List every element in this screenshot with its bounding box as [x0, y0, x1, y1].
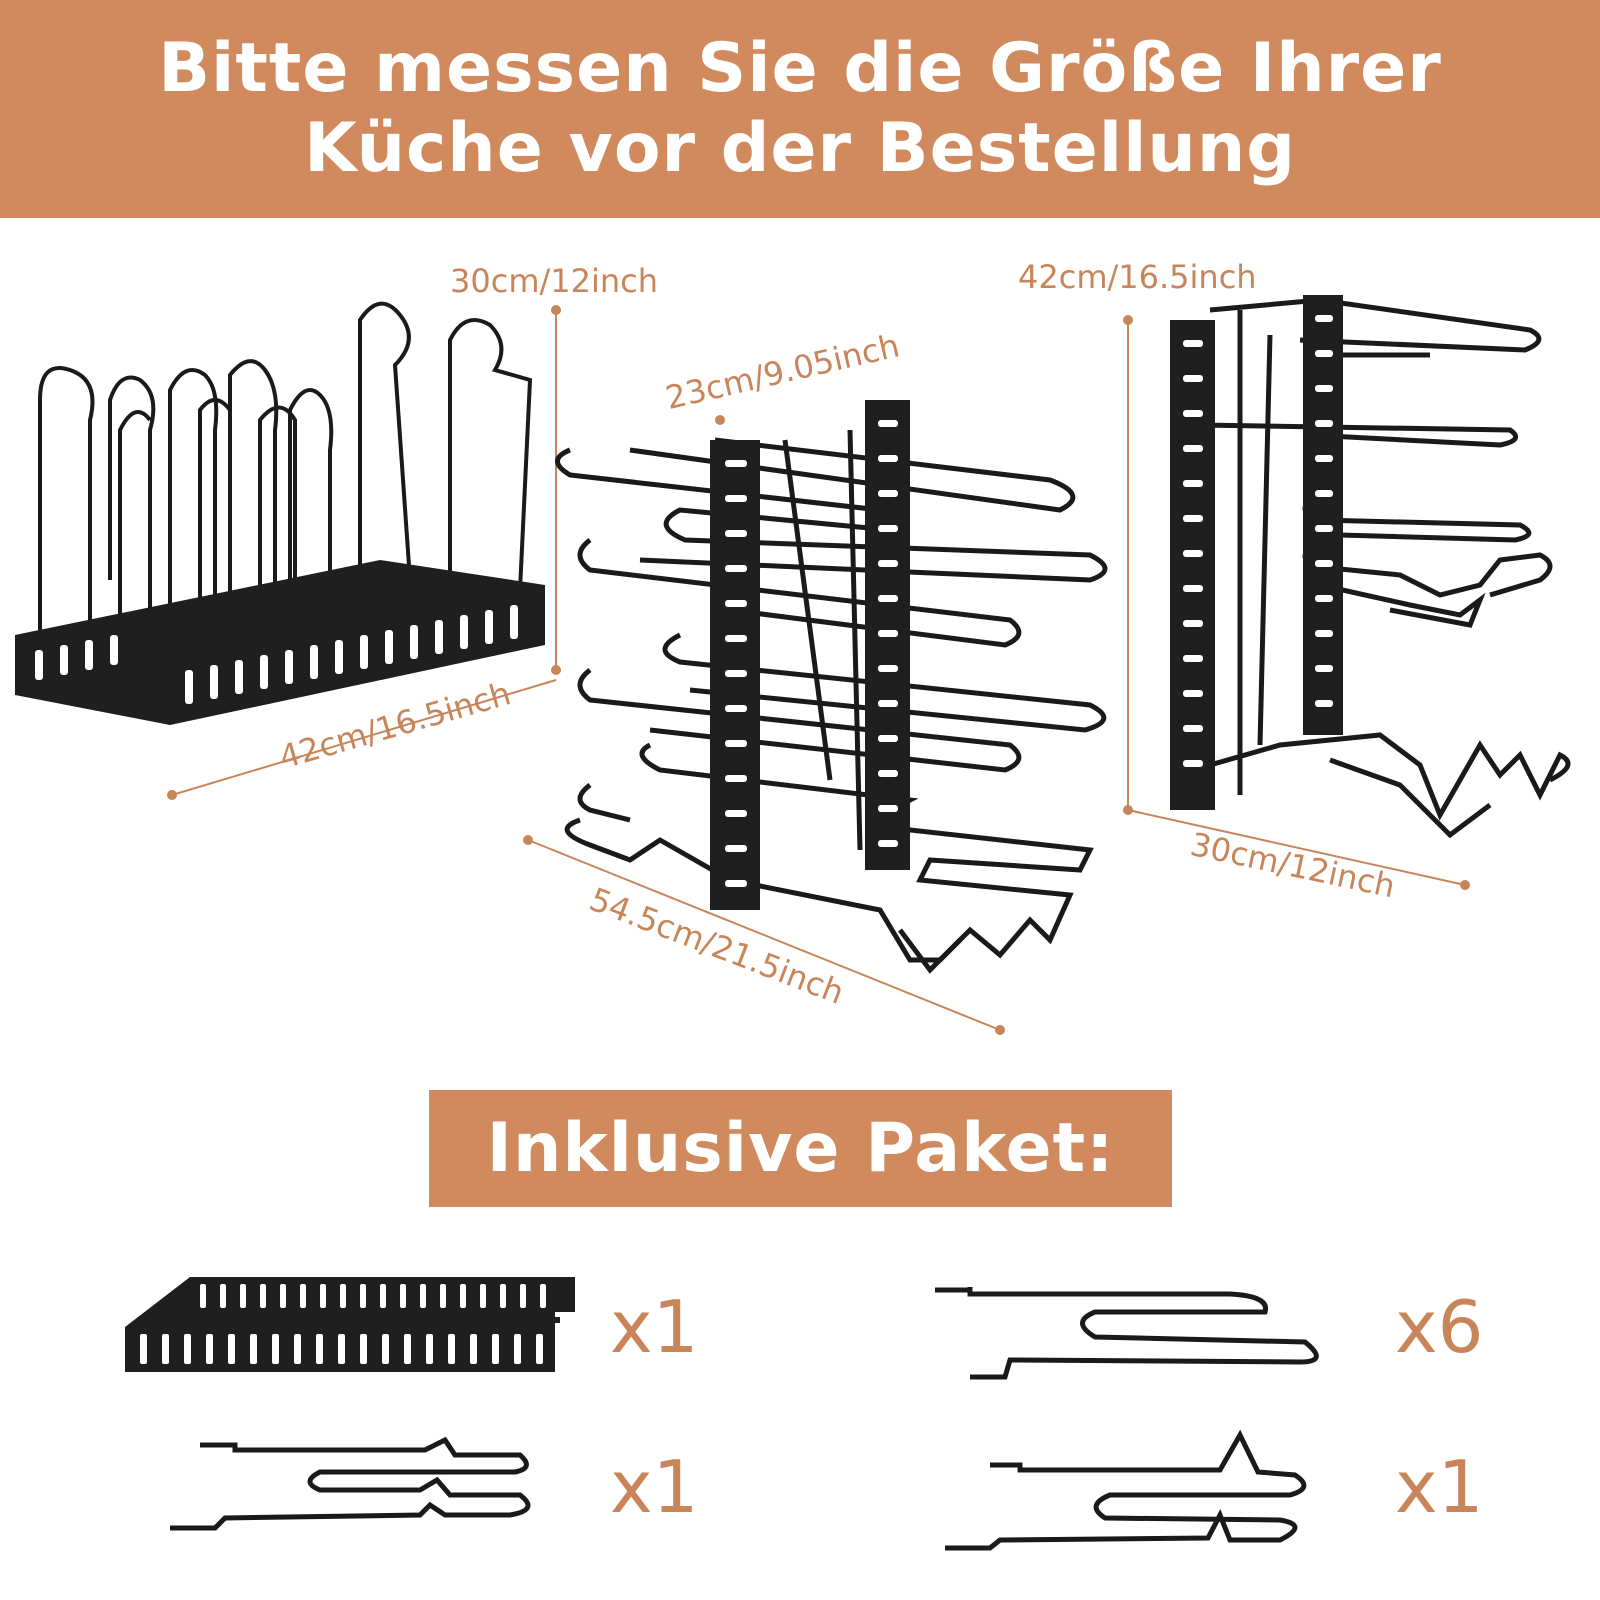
pan-rack-illustration — [523, 400, 1108, 1035]
straight-hook-qty: x6 — [1395, 1285, 1484, 1369]
header-banner: Bitte messen Sie die Größe Ihrer Küche v… — [0, 0, 1600, 218]
header-line-2: Küche vor der Bestellung — [304, 109, 1296, 188]
package-title: Inklusive Paket: — [429, 1090, 1172, 1207]
base-frame-qty: x1 — [610, 1285, 699, 1369]
base-frame-part-icon — [125, 1277, 575, 1372]
straight-hook-part-icon — [935, 1287, 1319, 1380]
rack1-height-label: 30cm/12inch — [450, 262, 659, 300]
wavy-hook-qty: x1 — [610, 1445, 699, 1529]
rack3-height-label: 42cm/16.5inch — [1018, 258, 1257, 296]
header-line-1: Bitte messen Sie die Größe Ihrer — [158, 29, 1442, 108]
peak-hook-part-icon — [945, 1429, 1307, 1551]
tall-rack-illustration — [1123, 295, 1571, 890]
peak-hook-qty: x1 — [1395, 1445, 1484, 1529]
wavy-hook-part-icon — [170, 1436, 531, 1531]
lid-rack-illustration — [15, 301, 561, 800]
